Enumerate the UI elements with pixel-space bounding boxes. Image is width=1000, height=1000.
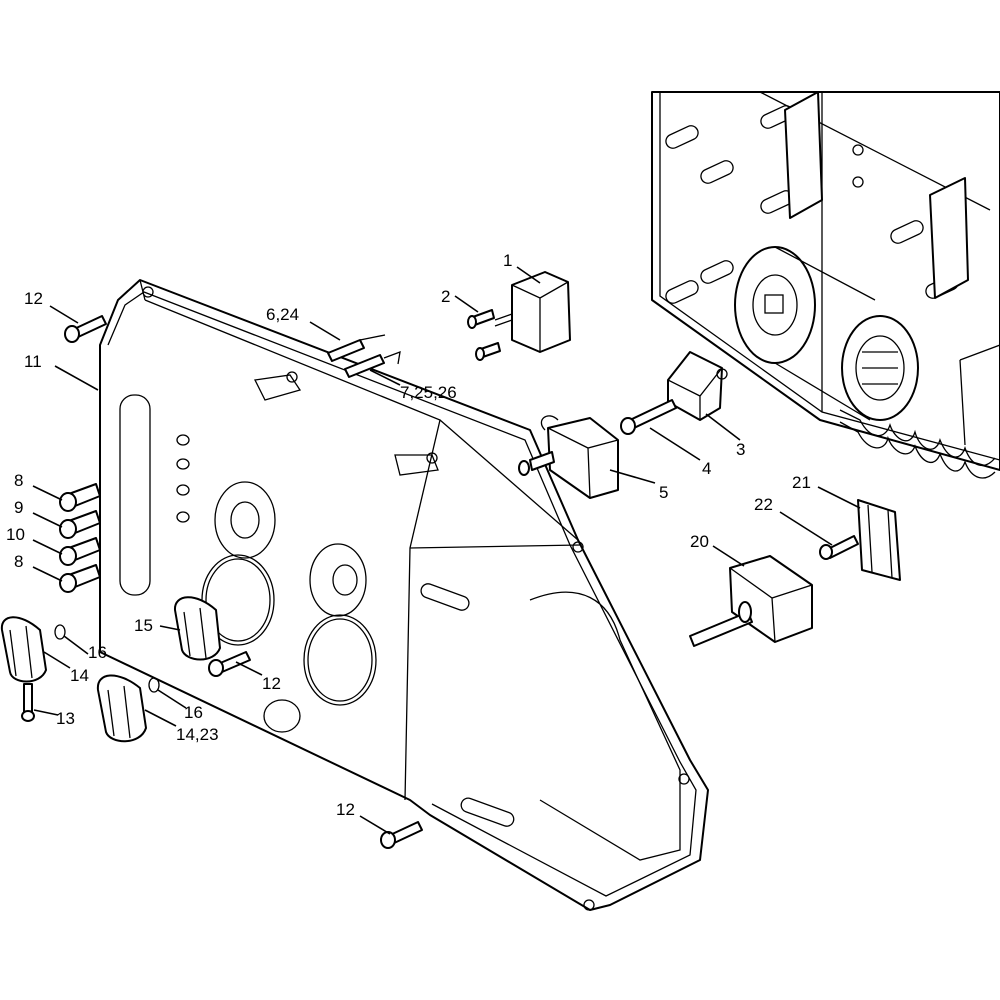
label-16-bottom: 16 (184, 703, 203, 722)
knob-14 (0, 616, 47, 683)
label-22: 22 (754, 495, 773, 514)
label-4: 4 (702, 459, 711, 478)
label-10: 10 (6, 525, 25, 544)
part-labels: 1 2 3 4 5 6,24 7,25,26 8 9 10 8 11 12 12… (6, 251, 811, 819)
part-4-screw (620, 399, 677, 435)
label-12-top: 12 (24, 289, 43, 308)
part-2-screws (467, 309, 501, 361)
part-21-plate (857, 499, 901, 581)
label-8-bottom: 8 (14, 552, 23, 571)
part-22-screw (819, 535, 859, 560)
leader-lines (32, 266, 861, 835)
knob-14-23 (96, 674, 147, 743)
label-6-24: 6,24 (266, 305, 299, 324)
part-6-24-sensor (327, 334, 386, 362)
part-12-screws (64, 315, 423, 849)
knob-15 (173, 596, 221, 661)
part-1-switch (494, 271, 571, 353)
label-16-top: 16 (88, 643, 107, 662)
part-3-bracket (667, 351, 728, 421)
label-14: 14 (70, 666, 89, 685)
part-16-rings (54, 624, 160, 693)
label-12-middle: 12 (262, 674, 281, 693)
label-2: 2 (441, 287, 450, 306)
part-5-thermostat (518, 415, 619, 499)
label-20: 20 (690, 532, 709, 551)
label-12-bottom: 12 (336, 800, 355, 819)
label-9: 9 (14, 498, 23, 517)
part-7-25-26-sensor (344, 350, 401, 378)
label-5: 5 (659, 483, 668, 502)
cover-plate (99, 279, 709, 911)
label-14-23: 14,23 (176, 725, 219, 744)
part-13-screw (21, 683, 35, 722)
parts-8-9-10-plugs (59, 483, 101, 593)
label-11: 11 (24, 352, 42, 371)
housing (651, 91, 1000, 479)
label-15: 15 (134, 616, 153, 635)
label-21: 21 (792, 473, 811, 492)
label-7-25-26: 7,25,26 (400, 383, 457, 402)
part-20-rotary-switch (689, 555, 813, 647)
label-3: 3 (736, 440, 745, 459)
label-1: 1 (503, 251, 512, 270)
label-8-top: 8 (14, 471, 23, 490)
label-13: 13 (56, 709, 75, 728)
